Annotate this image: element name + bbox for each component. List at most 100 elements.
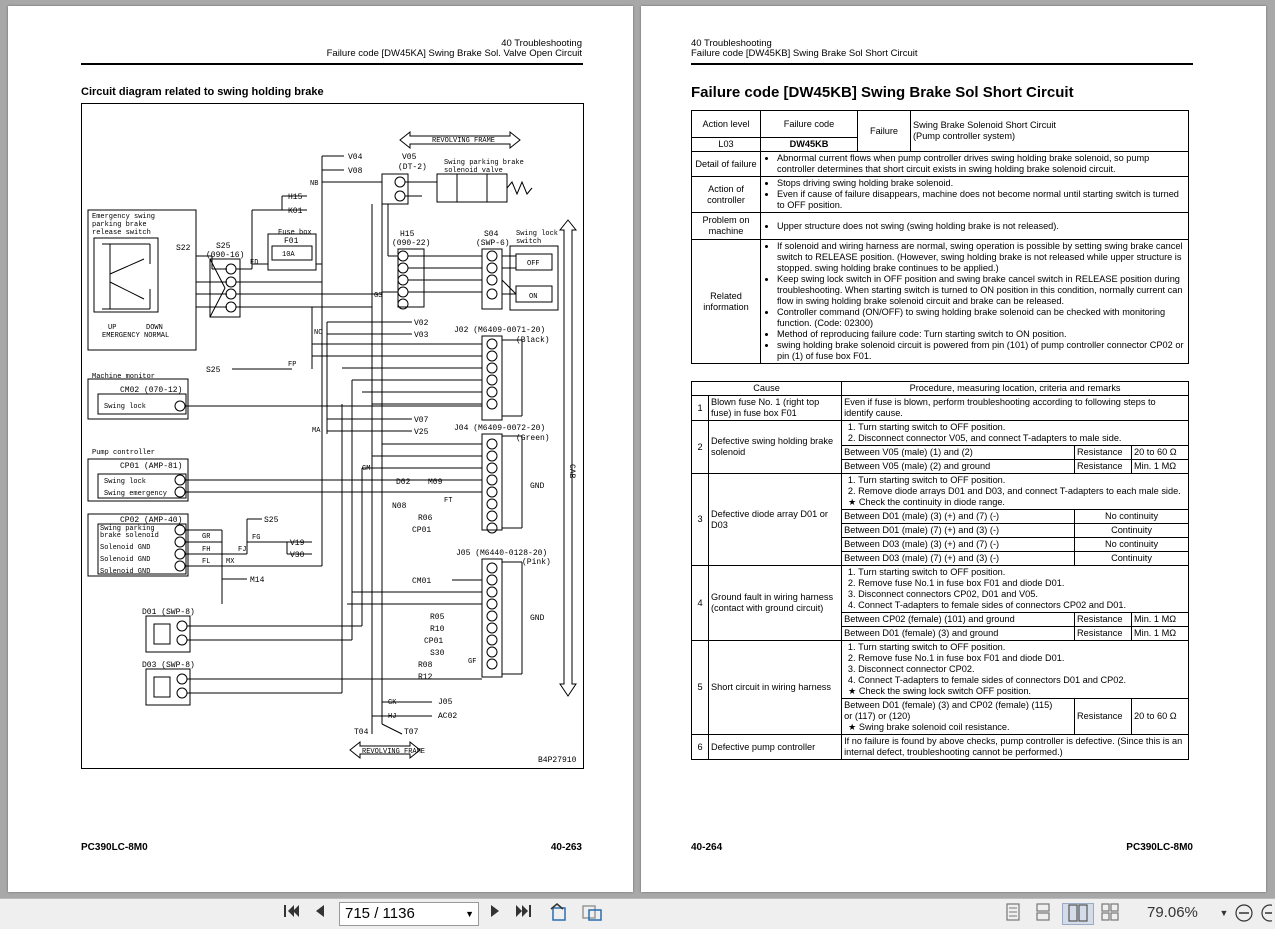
procedure-step: Remove fuse No.1 in fuse box F01 and dio… — [858, 578, 1186, 589]
measure-location: Between CP02 (female) (101) and ground — [841, 612, 1075, 627]
diagram-v25: V25 — [414, 428, 429, 437]
diagram-j05: J05 (M6440-0128-20) — [456, 549, 547, 558]
diagram-emerg2: parking brake — [92, 221, 147, 229]
diagram-valve-label2: solenoid valve — [444, 167, 503, 175]
detail-label: Detail of failure — [691, 151, 761, 177]
single-page-icon — [1006, 903, 1020, 921]
cause-text: Short circuit in wiring harness — [707, 640, 843, 735]
zoom-dropdown-icon[interactable]: ▼ — [1219, 908, 1229, 918]
zoom-in-button[interactable] — [1258, 903, 1275, 923]
procedure-steps: Turn starting switch to OFF position. Re… — [841, 473, 1189, 510]
cause-no: 6 — [691, 734, 709, 760]
right-header-line1: 40 Troubleshooting — [691, 38, 772, 49]
first-page-button[interactable] — [281, 903, 301, 923]
single-page-view-button[interactable] — [1004, 903, 1022, 923]
diagram-up: UP — [108, 324, 116, 332]
action-level-value: L03 — [691, 137, 761, 152]
related-label: Related information — [691, 239, 761, 364]
diagram-d03: D03 (SWP-8) — [142, 661, 195, 670]
rotate-button[interactable] — [548, 903, 572, 923]
diagram-nc: NC — [314, 329, 322, 337]
previous-page-button[interactable] — [312, 903, 328, 923]
diagram-d02: D02 — [396, 478, 411, 487]
measure-value: No continuity — [1074, 537, 1189, 552]
next-page-icon — [491, 905, 499, 917]
cause-no: 2 — [691, 420, 709, 474]
continuous-view-button[interactable] — [1033, 903, 1053, 923]
diagram-v30: V30 — [290, 551, 305, 560]
related-text: If solenoid and wiring harness are norma… — [760, 239, 1189, 364]
fit-button[interactable] — [580, 903, 604, 923]
measure-location-line2: or (117) or (120) — [844, 711, 911, 721]
two-page-continuous-button[interactable] — [1100, 903, 1120, 923]
diagram-cp02-r4: Solenoid GND — [100, 568, 150, 576]
diagram-gs: GS — [374, 292, 382, 300]
measure-value: Min. 1 MΩ — [1131, 626, 1189, 641]
measure-value: Continuity — [1074, 523, 1189, 538]
cause-no: 4 — [691, 565, 709, 641]
diagram-m09: M09 — [428, 478, 443, 487]
diagram-j02: J02 (M6409-0071-20) — [454, 326, 545, 335]
cause-text: Ground fault in wiring harness (contact … — [707, 565, 843, 641]
diagram-cm02: CM02 (070-12) — [120, 386, 182, 395]
measure-value: 20 to 60 Ω — [1131, 445, 1189, 460]
left-page: 40 Troubleshooting Failure code [DW45KA]… — [8, 6, 633, 892]
diagram-v02: V02 — [414, 319, 429, 328]
zoom-level[interactable]: 79.06% — [1147, 904, 1198, 921]
zoom-out-button[interactable] — [1234, 903, 1254, 923]
page-dropdown-icon[interactable]: ▼ — [465, 909, 474, 919]
circuit-diagram: REVOLVING FRAME V05 (DT-2) Swing parking… — [81, 103, 584, 769]
diagram-down: DOWN — [146, 324, 163, 332]
last-page-button[interactable] — [514, 903, 536, 923]
left-header-line2: Failure code [DW45KA] Swing Brake Sol. V… — [326, 48, 582, 59]
procedure-step: Connect T-adapters to female sides of co… — [858, 675, 1186, 686]
left-header: 40 Troubleshooting Failure code [DW45KA]… — [327, 39, 582, 59]
problem-label: Problem on machine — [691, 212, 761, 240]
diagram-swing-lock-sw1: Swing lock — [516, 230, 558, 238]
action-text: Stops driving swing holding brake soleno… — [760, 176, 1189, 213]
diagram-h15-type: (090-22) — [392, 239, 430, 248]
diagram-s25: S25 — [216, 242, 231, 251]
diagram-cp02-r1a: Swing parking — [100, 525, 155, 533]
measure-kind: Resistance — [1074, 612, 1132, 627]
left-footer-model: PC390LC-8M0 — [81, 842, 148, 853]
related-item: If solenoid and wiring harness are norma… — [777, 241, 1186, 274]
diagram-swing-lock: Swing lock — [104, 403, 146, 411]
next-page-button[interactable] — [487, 903, 503, 923]
page-number-input[interactable]: 715 / 1136 ▼ — [339, 902, 479, 926]
diagram-v03: V03 — [414, 331, 429, 340]
diagram-h15a: H15 — [288, 193, 303, 202]
page-number-text: 715 / 1136 — [345, 905, 415, 922]
last-page-icon — [516, 905, 531, 917]
diagram-mx: MX — [226, 558, 235, 566]
diagram-s25-type: (090-16) — [206, 251, 244, 260]
diagram-v07: V07 — [414, 416, 429, 425]
diagram-swing-lock2: Swing lock — [104, 478, 146, 486]
diagram-cp01: CP01 (AMP-81) — [120, 462, 182, 471]
two-page-view-button[interactable] — [1062, 903, 1094, 925]
failure-text1: Swing Brake Solenoid Short Circuit — [913, 120, 1056, 130]
zoom-in-icon — [1261, 904, 1275, 922]
diagram-gk: GK — [388, 699, 397, 707]
previous-page-icon — [316, 905, 324, 917]
problem-text: Upper structure does not swing (swing ho… — [760, 212, 1189, 240]
related-item: swing holding brake solenoid circuit is … — [777, 340, 1186, 362]
diagram-fj: FJ — [238, 546, 246, 554]
diagram-fd: FD — [250, 259, 258, 267]
diagram-m14: M14 — [250, 576, 265, 585]
procedure-step: Turn starting switch to OFF position. — [858, 422, 1186, 433]
measure-location: Between D01 (female) (3) and CP02 (femal… — [841, 698, 1075, 735]
diagram-ma: MA — [312, 427, 321, 435]
action-level-label: Action level — [691, 110, 761, 138]
diagram-revolving-frame-top: REVOLVING FRAME — [432, 137, 495, 145]
detail-text: Abnormal current flows when pump control… — [760, 151, 1189, 177]
diagram-ac02: AC02 — [438, 712, 457, 721]
procedure-step: Turn starting switch to OFF position. — [858, 642, 1186, 653]
diagram-r12: R12 — [418, 673, 433, 682]
diagram-swing-emergency: Swing emergency — [104, 490, 167, 498]
diagram-gnd1: GND — [530, 482, 545, 491]
diagram-v08: V08 — [348, 167, 363, 176]
diagram-r06: R06 — [418, 514, 433, 523]
cause-text: Defective swing holding brake solenoid — [707, 420, 843, 474]
right-header: 40 Troubleshooting Failure code [DW45KB]… — [691, 39, 918, 59]
